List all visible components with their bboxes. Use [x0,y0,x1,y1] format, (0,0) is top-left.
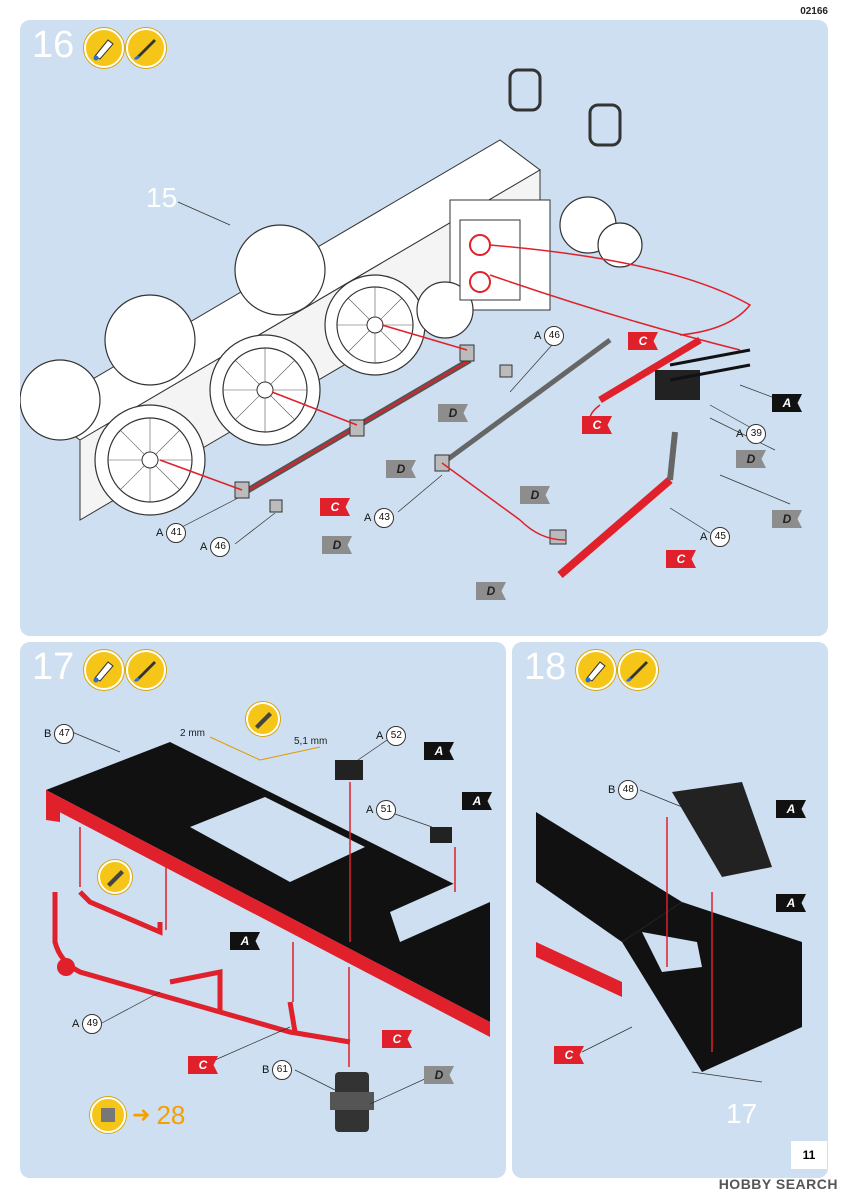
frame-assembly-illustration [46,731,490,1132]
dimension-label: 2 mm [180,728,205,739]
sub-assembly-icon [90,1097,126,1133]
frame-cover-illustration [536,782,802,1083]
step-17-panel: 17 [20,642,506,1178]
cutter-icon [246,702,280,736]
part-reference: 17 [726,1098,758,1129]
color-flag-d: D [520,486,550,504]
step-number: 16 [32,24,75,66]
cutter-icon [98,860,132,894]
color-flag-a: A [772,394,802,412]
page-number: 11 [790,1140,828,1170]
color-flag-c: C [582,416,612,434]
page-code: 02166 [800,6,828,17]
paint-brush-icon [618,650,658,690]
watermark: HOBBY SEARCH [718,1176,838,1192]
color-flag-c: C [382,1030,412,1048]
color-flag-c: C [188,1056,218,1074]
color-flag-d: D [736,450,766,468]
color-flag-d: D [438,404,468,422]
glue-icon [576,650,616,690]
part-reference: 15 [146,182,178,213]
paint-brush-icon [126,650,166,690]
go-to-step-number: 28 [156,1099,186,1130]
color-flag-a: A [424,742,454,760]
color-flag-a: A [230,932,260,950]
dimension-label: 5,1 mm [294,736,328,747]
color-flag-a: A [776,800,806,818]
glue-icon [84,650,124,690]
color-flag-c: C [666,550,696,568]
go-to-step: ➜ 28 [90,1097,185,1133]
step-16-panel: 16 [20,20,828,636]
glue-icon [84,28,124,68]
color-flag-c: C [320,498,350,516]
step-number: 17 [32,646,75,688]
color-flag-d: D [476,582,506,600]
color-flag-d: D [424,1066,454,1084]
chassis-wheels-illustration [20,68,791,579]
color-flag-d: D [772,510,802,528]
color-flag-d: D [322,536,352,554]
color-flag-c: C [554,1046,584,1064]
paint-brush-icon [126,28,166,68]
color-flag-a: A [776,894,806,912]
step-number: 18 [524,646,567,688]
color-flag-a: A [462,792,492,810]
arrow-right-icon: ➜ [132,1102,151,1127]
color-flag-c: C [628,332,658,350]
color-flag-d: D [386,460,416,478]
